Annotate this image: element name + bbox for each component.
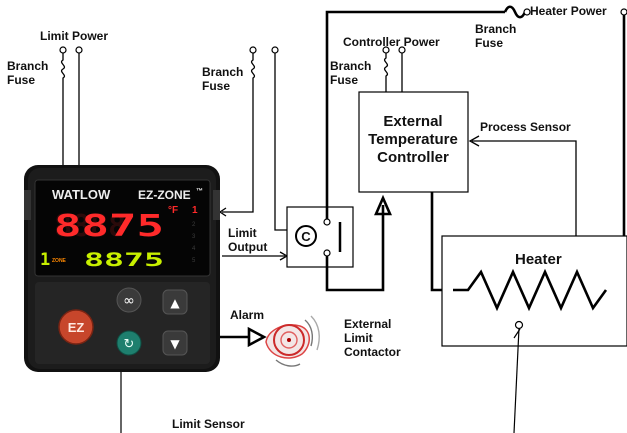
alarm — [215, 315, 320, 367]
heater-power-label: Heater Power — [530, 4, 607, 18]
infinity-icon: ∞ — [123, 293, 135, 309]
upper-digits-ghost: 8888 — [54, 209, 126, 244]
lower-zone-text: ZONE — [52, 258, 67, 264]
controller-label-2: Temperature — [368, 131, 458, 148]
branch-fuse-left-label-1: Branch — [7, 59, 48, 73]
branch-fuse-ctrl-label-1: Branch — [330, 59, 371, 73]
controller-label-1: External — [383, 113, 442, 130]
model-mark: ™ — [196, 188, 203, 195]
contactor-symbol: C — [301, 229, 311, 244]
model-text: EZ-ZONE — [138, 188, 191, 202]
limit-sensor-label: Limit Sensor — [172, 417, 245, 431]
heater-label: Heater — [515, 251, 562, 268]
infinity-button[interactable]: ∞ — [116, 287, 142, 313]
svg-text:3: 3 — [192, 234, 196, 240]
heater-element-icon — [453, 268, 608, 312]
cycle-icon: ↻ — [124, 337, 135, 352]
branch-fuse-left-label-2: Fuse — [7, 73, 35, 87]
upper-display-value: 8875 — [54, 209, 164, 244]
lower-zone-number: 1 — [40, 250, 50, 270]
cycle-button[interactable]: ↻ — [116, 330, 142, 356]
process-sensor-label: Process Sensor — [480, 120, 571, 134]
upper-channel: 1 — [192, 205, 198, 216]
up-icon: ▲ — [170, 296, 180, 310]
controller-power-label: Controller Power — [343, 35, 440, 49]
limit-output-wires — [218, 46, 290, 261]
alarm-label: Alarm — [230, 308, 264, 322]
external-temperature-controller: External Temperature Controller — [358, 91, 469, 193]
alarm-beacon-icon — [265, 315, 320, 367]
heater: Heater — [441, 235, 627, 433]
svg-text:EZ: EZ — [68, 320, 85, 335]
limit-output-label-1: Limit — [228, 226, 257, 240]
branch-fuse-mid-label-2: Fuse — [202, 79, 230, 93]
ext-limit-contactor-label-3: Contactor — [344, 345, 401, 359]
svg-text:4: 4 — [192, 246, 196, 252]
branch-fuse-ctrl-label-2: Fuse — [330, 73, 358, 87]
brand-text: WATLOW — [52, 187, 111, 202]
up-button[interactable]: ▲ — [162, 289, 188, 315]
external-limit-contactor: C — [286, 206, 354, 268]
ez-button[interactable]: EZ — [58, 309, 94, 345]
controller-power-wires — [382, 46, 406, 92]
upper-unit: °F — [168, 205, 178, 216]
limit-power-wires — [59, 46, 83, 165]
branch-fuse-top-label-1: Branch — [475, 22, 516, 36]
ext-limit-contactor-label-2: Limit — [344, 331, 373, 345]
down-icon: ▼ — [170, 337, 180, 351]
branch-fuse-top-label-2: Fuse — [475, 36, 503, 50]
lower-display-value: 8875 — [84, 249, 164, 271]
ext-limit-contactor-label-1: External — [344, 317, 391, 331]
svg-text:5: 5 — [192, 258, 196, 264]
limit-output-label-2: Output — [228, 240, 267, 254]
limit-power-label: Limit Power — [40, 29, 108, 43]
controller-label-3: Controller — [377, 149, 449, 166]
down-button[interactable]: ▼ — [162, 330, 188, 356]
branch-fuse-mid-label-1: Branch — [202, 65, 243, 79]
ez-zone-controller: WATLOW EZ-ZONE ™ 8888 8875 °F 1 1 ZONE 8… — [24, 165, 220, 372]
svg-text:2: 2 — [192, 222, 196, 228]
